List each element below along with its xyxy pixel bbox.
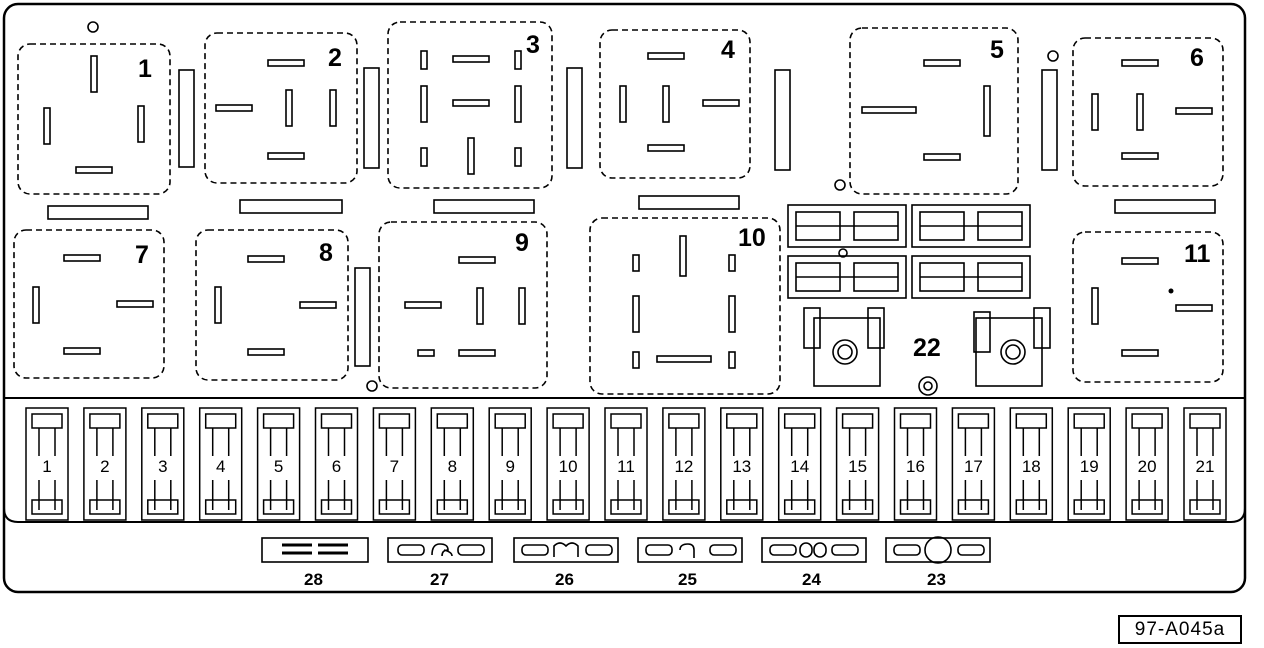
relay-11: 11	[1072, 231, 1224, 383]
fuse-14: 14	[777, 407, 822, 521]
relay-5-label: 5	[990, 36, 1004, 64]
relay-7: 7	[13, 229, 165, 379]
relay-9: 9	[366, 221, 548, 392]
fuse-19: 19	[1067, 407, 1111, 521]
relay-10: 10	[589, 217, 781, 395]
fuse-10: 10	[546, 407, 590, 521]
relay-1: 1	[17, 21, 171, 195]
fuse-21: 21	[1183, 407, 1227, 521]
fuse-11: 11	[604, 407, 648, 521]
fuse-5-label: 5	[274, 457, 283, 476]
fuse-3: 3	[141, 407, 185, 521]
relay-22-label: 22	[913, 334, 941, 362]
mini-fuse-23	[885, 536, 991, 564]
relay-5: 5	[834, 27, 1059, 195]
mini-fuse-25-label: 25	[678, 570, 697, 589]
fuse-7-label: 7	[390, 457, 399, 476]
relay-1-label: 1	[138, 55, 152, 83]
relay-6-label: 6	[1190, 44, 1204, 72]
relay-11-label: 11	[1184, 240, 1211, 268]
fuse-5: 5	[256, 407, 301, 521]
fuse-15-label: 15	[848, 457, 867, 476]
relay-2-label: 2	[328, 44, 342, 72]
fuse-band	[3, 397, 1246, 523]
fuse-15: 15	[835, 407, 880, 521]
relay-9-label: 9	[515, 229, 529, 257]
fuse-20: 20	[1125, 407, 1169, 521]
mini-fuse-24	[761, 537, 867, 563]
fuse-1: 1	[25, 407, 69, 521]
fuse-20-label: 20	[1138, 457, 1157, 476]
relay-22	[803, 307, 1051, 396]
fuse-17: 17	[951, 407, 996, 521]
fuse-10-label: 10	[559, 457, 578, 476]
fuse-18-label: 18	[1022, 457, 1041, 476]
fuse-19-label: 19	[1080, 457, 1099, 476]
mini-fuse-27	[387, 537, 493, 563]
relay-10-label: 10	[738, 224, 766, 252]
fuse-2-label: 2	[100, 457, 109, 476]
fuse-9: 9	[488, 407, 532, 521]
mini-fuse-25	[637, 537, 743, 563]
separator-bars	[47, 67, 1216, 367]
relay-3: 3	[387, 21, 553, 189]
fuse-12-label: 12	[674, 457, 693, 476]
relay-4: 4	[599, 29, 751, 179]
fuse-9-label: 9	[505, 457, 514, 476]
mini-fuse-24-label: 24	[802, 570, 821, 589]
mini-fuse-row	[261, 536, 991, 564]
relay-4-label: 4	[721, 36, 735, 64]
relay-3-label: 3	[526, 31, 540, 59]
fuse-4: 4	[198, 407, 243, 521]
mini-fuse-26-label: 26	[555, 570, 574, 589]
fuse-13: 13	[720, 407, 764, 521]
fuse-16: 16	[893, 407, 938, 521]
fuse-14-label: 14	[790, 457, 809, 476]
fuse-3-label: 3	[158, 457, 167, 476]
relay-7-label: 7	[135, 241, 149, 269]
fuse-18: 18	[1009, 407, 1054, 521]
fuse-6-label: 6	[332, 457, 341, 476]
fuse-17-label: 17	[964, 457, 983, 476]
fuse-13-label: 13	[732, 457, 751, 476]
reference-code: 97-A045a	[1118, 615, 1242, 644]
fuse-16-label: 16	[906, 457, 925, 476]
mini-fuse-23-label: 23	[927, 570, 946, 589]
mini-fuse-26	[513, 537, 619, 563]
mini-fuse-28-label: 28	[304, 570, 323, 589]
fuse-11-label: 11	[617, 457, 635, 476]
fuse-7: 7	[372, 407, 417, 521]
relay-6: 6	[1072, 37, 1224, 187]
fuse-21-label: 21	[1196, 457, 1215, 476]
fuse-8: 8	[430, 407, 475, 521]
panel-outline	[2, 2, 1247, 594]
mini-fuse-27-label: 27	[430, 570, 449, 589]
relay-2: 2	[204, 32, 358, 184]
fuse-1-label: 1	[42, 457, 51, 476]
fuse-6: 6	[314, 407, 359, 521]
small-fuse-cluster	[787, 204, 1031, 299]
fuse-8-label: 8	[448, 457, 457, 476]
mini-fuse-28	[261, 537, 369, 563]
fuse-12: 12	[662, 407, 706, 521]
fuse-4-label: 4	[216, 457, 225, 476]
relay-8-label: 8	[319, 239, 333, 267]
fuse-2: 2	[83, 407, 127, 521]
relay-8: 8	[195, 229, 349, 381]
